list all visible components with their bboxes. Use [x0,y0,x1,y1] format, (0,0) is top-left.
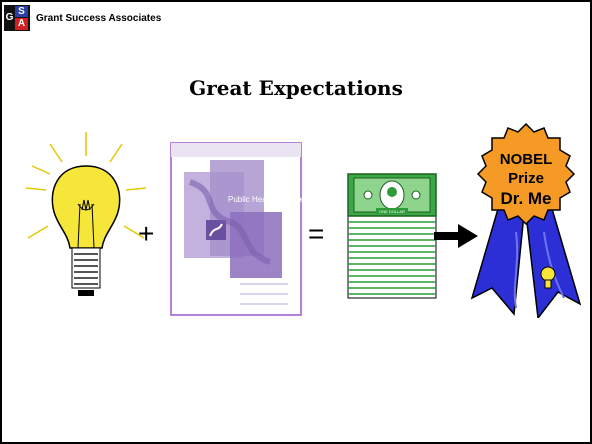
money-stack-icon: ONE DOLLAR [347,173,437,299]
logo-letter-g: G [5,12,14,23]
logo-letter-a: A [15,18,28,30]
award-text: NOBEL Prize Dr. Me [500,151,553,208]
bill-text: ONE DOLLAR [379,209,405,214]
award-ribbon-icon: NOBEL Prize Dr. Me [470,122,582,318]
equals-sign: = [308,218,325,249]
small-lightbulb-icon [540,266,556,289]
cover-title: Public Health Service Grant [228,195,302,204]
grant-cover-icon: Public Health Service Grant [170,142,302,316]
header: G S A Grant Success Associates [4,4,161,32]
company-name: Grant Success Associates [36,12,162,24]
award-line-name: Dr. Me [500,189,551,208]
lightbulb-icon [25,132,147,296]
logo-letter-s: S [15,6,28,17]
plus-sign: + [138,218,155,249]
gsa-logo: G S A [4,5,30,31]
award-line-prize: Prize [508,170,544,187]
award-line-nobel: NOBEL [500,151,553,168]
arrow-right-icon [434,224,478,248]
slide-title: Great Expectations [189,76,403,100]
